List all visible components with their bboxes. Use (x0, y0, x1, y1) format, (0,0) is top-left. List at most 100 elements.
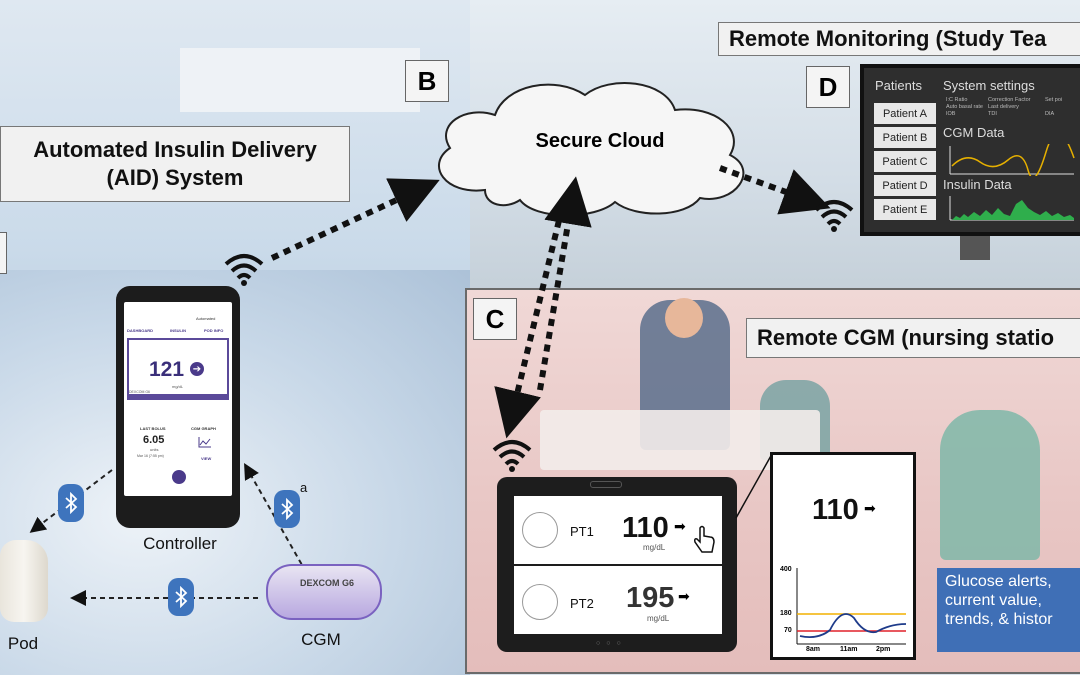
trend-arrow-icon: ➔ (190, 362, 204, 376)
secure-cloud-label: Secure Cloud (535, 130, 665, 152)
setting-set-point: Set poi (1045, 97, 1063, 103)
aid-title-line2: (AID) System (106, 165, 244, 190)
cgm-brand-label: DEXCOM G6 (300, 578, 355, 588)
last-bolus-time: Mar 16 (7:55 pm) (137, 454, 164, 458)
x-tick-11am: 11am (840, 646, 858, 653)
y-tick-70: 70 (784, 627, 792, 634)
x-tick-8am: 8am (806, 646, 821, 653)
y-tick-180: 180 (780, 610, 792, 617)
setting-correction-factor: Correction Factor (988, 97, 1031, 103)
setting-tdi: TDI (988, 111, 997, 117)
setting-last-delivery: Last delivery (988, 104, 1019, 110)
label-c: C (473, 298, 517, 340)
arrow-nursing-to-cloud (537, 176, 592, 391)
controller-caption: Controller (143, 534, 217, 553)
pod-device (0, 540, 48, 622)
patient-avatar (522, 512, 558, 548)
cgm-reading-value: 121 (149, 358, 185, 381)
cgm-caption: CGM (301, 630, 341, 649)
arrow-cloud-to-monitor (718, 165, 831, 215)
superscript-a: a (300, 480, 308, 495)
nurse-figure (940, 410, 1040, 560)
bluetooth-glyph-icon (281, 498, 294, 520)
label-b: B (405, 60, 449, 102)
patient-name: PT2 (570, 596, 594, 611)
patient-glucose-value: 110 (622, 512, 669, 544)
last-bolus-value: 6.05 (143, 434, 165, 446)
wall-ac-unit (180, 48, 420, 112)
setting-auto-basal: Auto basal rate (946, 104, 983, 110)
graph-icon[interactable] (198, 436, 212, 448)
view-link[interactable]: VIEW (201, 456, 212, 461)
patient-button[interactable]: Patient C (874, 151, 936, 172)
aid-title-line1: Automated Insulin Delivery (33, 137, 317, 162)
aid-system-title: Automated Insulin Delivery (AID) System (0, 126, 350, 202)
wifi-icon (224, 254, 264, 286)
patient-button[interactable]: Patient B (874, 127, 936, 148)
popup-glucose-value: 110 (812, 494, 859, 526)
automated-status: Automated (196, 316, 216, 321)
tab-insulin[interactable]: INSULIN (170, 328, 186, 333)
patient-button[interactable]: Patient E (874, 199, 936, 220)
remote-monitoring-title: Remote Monitoring (Study Tea (718, 22, 1080, 56)
monitor-stand (960, 236, 990, 260)
letter-a-partial (0, 232, 7, 274)
patient-button[interactable]: Patient A (874, 103, 936, 124)
wifi-icon (492, 440, 532, 472)
patient-name: PT1 (570, 524, 594, 539)
trend-arrow-icon: ➡ (674, 518, 686, 534)
tap-hand-icon (694, 525, 715, 553)
bluetooth-glyph-icon (65, 492, 78, 514)
label-d: D (806, 66, 850, 108)
trend-arrow-icon: ➡ (678, 588, 690, 604)
panel-divider (127, 396, 229, 400)
patients-heading: Patients (875, 78, 922, 93)
patient-glucose-unit: mg/dL (647, 614, 670, 623)
cgm-graph-label: CGM GRAPH (191, 426, 216, 431)
bolus-button[interactable] (172, 470, 186, 484)
bluetooth-icon (274, 490, 300, 528)
pod-caption: Pod (7, 634, 39, 653)
tablet-camera (590, 481, 622, 488)
cgm-reading-unit: mg/dL (172, 384, 184, 389)
patient-glucose-unit: mg/dL (643, 543, 666, 552)
tab-pod-info[interactable]: POD INFO (204, 328, 224, 333)
y-tick-400: 400 (780, 566, 792, 573)
x-tick-2pm: 2pm (876, 646, 891, 653)
last-bolus-label: LAST BOLUS (140, 426, 166, 431)
arrow-aid-to-cloud (270, 178, 440, 261)
remote-cgm-title: Remote CGM (nursing statio (746, 318, 1080, 358)
cgm-panel (127, 338, 229, 396)
bluetooth-icon (168, 578, 194, 616)
alert-line: trends, & histor (945, 611, 1053, 628)
alert-line: Glucose alerts, (945, 573, 1052, 590)
glucose-trace (799, 613, 907, 639)
cgm-data-heading: CGM Data (943, 125, 1005, 140)
setting-iob: IOB (946, 111, 956, 117)
tab-dashboard[interactable]: DASHBOARD (127, 328, 153, 333)
insulin-data-heading: Insulin Data (943, 177, 1012, 192)
last-bolus-unit: units (150, 447, 159, 452)
cgm-sensor-device (266, 564, 382, 620)
popup-connector (735, 453, 773, 519)
trend-arrow-icon: ➡ (864, 500, 876, 516)
bluetooth-icon (58, 484, 84, 522)
nurse-head (665, 298, 703, 338)
alert-line: current value, (945, 592, 1042, 609)
bluetooth-glyph-icon (175, 586, 188, 608)
popup-glucose-chart (796, 568, 907, 645)
system-settings-heading: System settings (943, 78, 1035, 93)
patient-glucose-value: 195 (626, 582, 675, 614)
patient-button[interactable]: Patient D (874, 175, 936, 196)
cgm-data-graph (949, 144, 1075, 176)
tablet-buttons: ○○○ (596, 640, 627, 647)
setting-dia: DIA (1045, 111, 1055, 117)
setting-ic-ratio: I:C Ratio (946, 97, 968, 103)
sensor-label: DEXCOM G6 (129, 390, 151, 394)
controller-status-bar (126, 305, 230, 313)
wifi-icon (814, 200, 854, 232)
patient-avatar (522, 584, 558, 620)
glucose-alerts-box: Glucose alerts, current value, trends, &… (937, 568, 1080, 652)
insulin-data-graph (949, 196, 1074, 221)
